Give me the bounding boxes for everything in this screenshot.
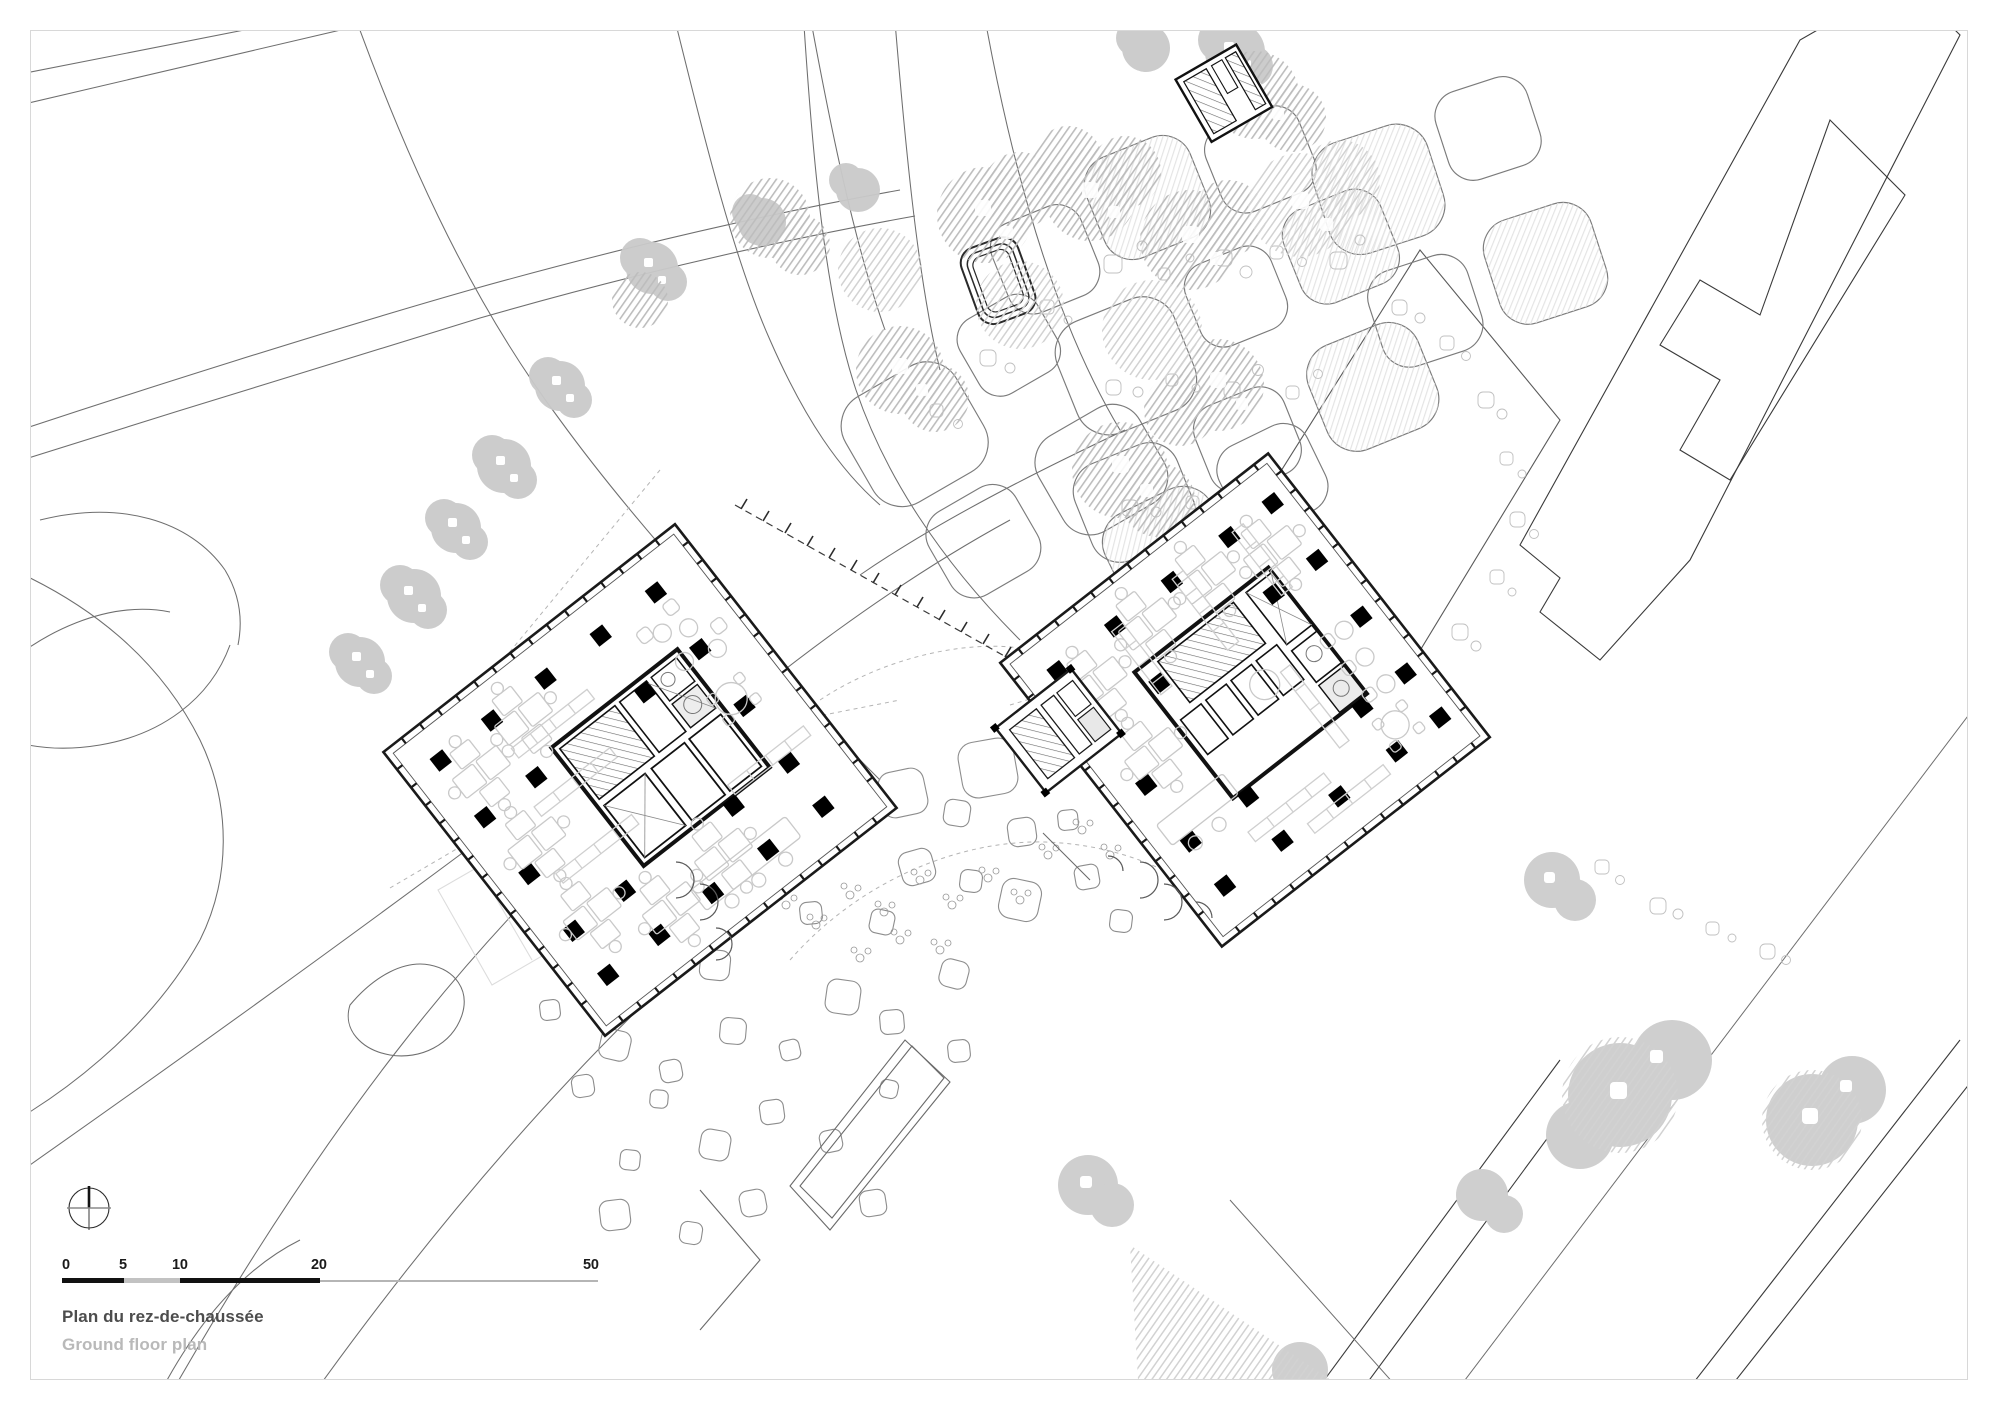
office-furniture-east [1037, 490, 1426, 851]
building-west [381, 522, 899, 1038]
north-arrow-icon [66, 1185, 112, 1231]
scale-tick-0: 0 [62, 1257, 70, 1273]
plan-title-en: Ground floor plan [62, 1335, 208, 1354]
scale-segment-10-20 [180, 1278, 320, 1283]
pavilion-centre [989, 663, 1126, 798]
scale-segment-20-50 [320, 1279, 598, 1282]
scale-tick-5: 5 [119, 1257, 127, 1273]
legend-block: 0 5 10 20 50 Plan du rez-de-chaussée Gro… [62, 1185, 762, 1355]
tree-canopies [329, 31, 1886, 1379]
scale-tick-10: 10 [172, 1257, 188, 1273]
plaza-edges [699, 832, 1091, 1331]
columns-west [429, 581, 835, 987]
scale-tick-20: 20 [311, 1257, 327, 1273]
door-swings [675, 855, 1213, 961]
plan-title-fr: Plan du rez-de-chaussée [62, 1307, 264, 1326]
plaza-plant-symbols [776, 793, 1142, 963]
pavilion-north [1173, 42, 1274, 144]
office-furniture-west [420, 598, 812, 976]
columns-east [1046, 491, 1452, 897]
scale-segment-0-5 [62, 1278, 124, 1283]
core-east [1131, 564, 1370, 802]
scale-segment-5-10 [124, 1278, 180, 1283]
building-east [998, 451, 1492, 949]
scale-tick-50: 50 [583, 1257, 599, 1273]
scale-bar: 0 5 10 20 50 [62, 1257, 722, 1297]
